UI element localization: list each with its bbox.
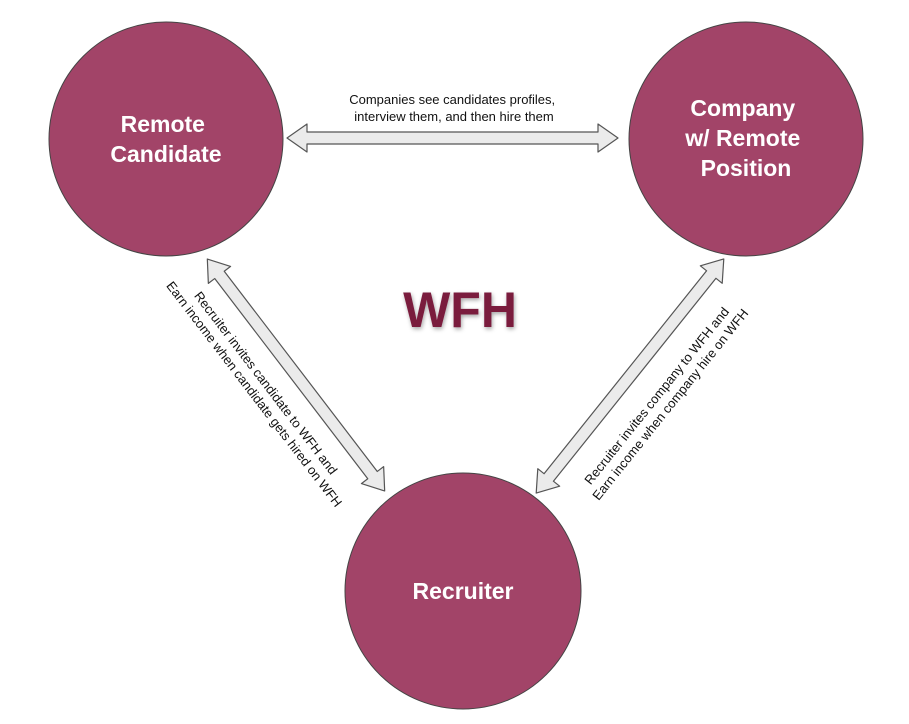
edge-label-line: Recruiter invites company to WFH and <box>581 304 732 487</box>
svg-text:Company w/ Remote: Company w/ Remote Position <box>684 95 806 181</box>
edge-label-line: Companies see candidates profiles, <box>349 92 555 107</box>
svg-text:Recruiter: Recruiter <box>413 578 514 604</box>
node-label-line: Remote <box>121 111 205 137</box>
node-label-line: w/ Remote <box>684 125 800 151</box>
node-remote-candidate: Remote Candidate <box>48 21 284 257</box>
node-circle <box>48 21 284 257</box>
arrow-candidate-company <box>286 123 619 153</box>
arrow-candidate-recruiter <box>206 258 386 492</box>
node-label-line: Candidate <box>110 141 221 167</box>
node-circle <box>628 21 864 257</box>
edge-label-line: interview them, and then hire them <box>354 109 553 124</box>
node-label-line: Company <box>690 95 795 121</box>
node-recruiter: Recruiter <box>344 472 582 710</box>
edge-label-recruiter-candidate: Recruiter invites candidate to WFH and E… <box>163 269 357 510</box>
edge-label-line: Recruiter invites candidate to WFH and <box>191 289 340 478</box>
edge-label-candidate-company: Companies see candidates profiles, inter… <box>349 92 559 124</box>
node-company-remote-position: Company w/ Remote Position <box>628 21 864 257</box>
svg-text:Remote Candidate: Remote Candidate <box>110 111 221 167</box>
arrow-company-recruiter <box>535 258 725 494</box>
center-title: WFH <box>403 282 517 338</box>
node-label-line: Position <box>701 155 792 181</box>
node-label-line: Recruiter <box>413 578 514 604</box>
node-circle <box>344 472 582 710</box>
